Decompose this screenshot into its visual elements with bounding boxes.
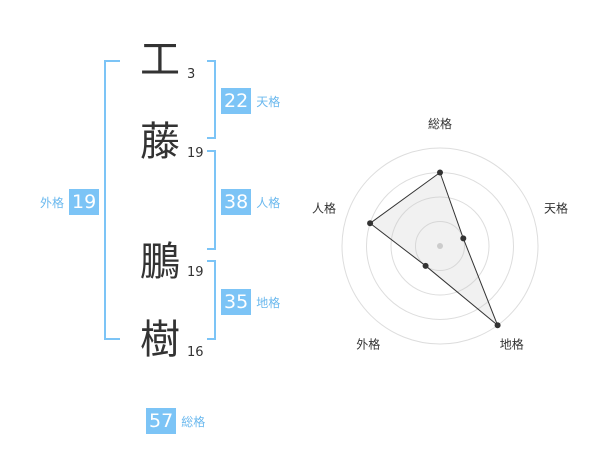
tenkaku-score: 22 天格 (221, 88, 280, 114)
radar-ring-2 (390, 196, 490, 296)
soukaku-score: 57 総格 (146, 408, 205, 434)
chikaku-bracket (207, 260, 216, 340)
radar-point-3 (422, 262, 429, 269)
stroke-count-1: 3 (187, 67, 196, 82)
jinkaku-value: 38 (221, 189, 252, 215)
radar-label-2: 地格 (500, 337, 524, 352)
radar-point-2 (494, 322, 501, 329)
radar-point-1 (460, 235, 467, 242)
radar-label-4: 人格 (312, 200, 336, 215)
soukaku-label: 総格 (181, 414, 206, 429)
chikaku-score: 35 地格 (221, 289, 280, 315)
radar-rings (341, 147, 539, 345)
radar-point-4 (367, 220, 374, 227)
radar-points (367, 169, 501, 329)
gaikaku-value: 19 (69, 189, 100, 215)
chikaku-label: 地格 (256, 295, 281, 310)
name-char-3: 鵬 (140, 239, 180, 285)
chikaku-value: 35 (221, 289, 252, 315)
radar-label-3: 外格 (356, 337, 380, 352)
radar-ring-4 (341, 147, 539, 345)
radar-polygon (369, 171, 499, 326)
name-char-2: 藤 (140, 119, 180, 165)
soukaku-value: 57 (146, 408, 177, 434)
radar-point-0 (437, 169, 443, 176)
radar-label-1: 天格 (544, 200, 568, 215)
radar-center-dot (437, 243, 443, 249)
stroke-count-3: 19 (187, 265, 204, 280)
jinkaku-score: 38 人格 (221, 189, 280, 215)
tenkaku-bracket (207, 60, 216, 139)
gaikaku-label: 外格 (40, 195, 65, 210)
radar-label-0: 総格 (428, 116, 452, 131)
radar-ring-1 (415, 221, 465, 271)
name-char-4: 樹 (140, 317, 180, 363)
stroke-count-4: 16 (187, 345, 204, 360)
gaikaku-score: 外格 19 (40, 189, 100, 215)
name-char-1: 工 (140, 37, 180, 83)
tenkaku-label: 天格 (256, 94, 281, 109)
jinkaku-label: 人格 (256, 195, 281, 210)
jinkaku-bracket (207, 150, 216, 250)
gaikaku-bracket (104, 60, 120, 340)
stroke-count-2: 19 (187, 146, 204, 161)
tenkaku-value: 22 (221, 88, 252, 114)
